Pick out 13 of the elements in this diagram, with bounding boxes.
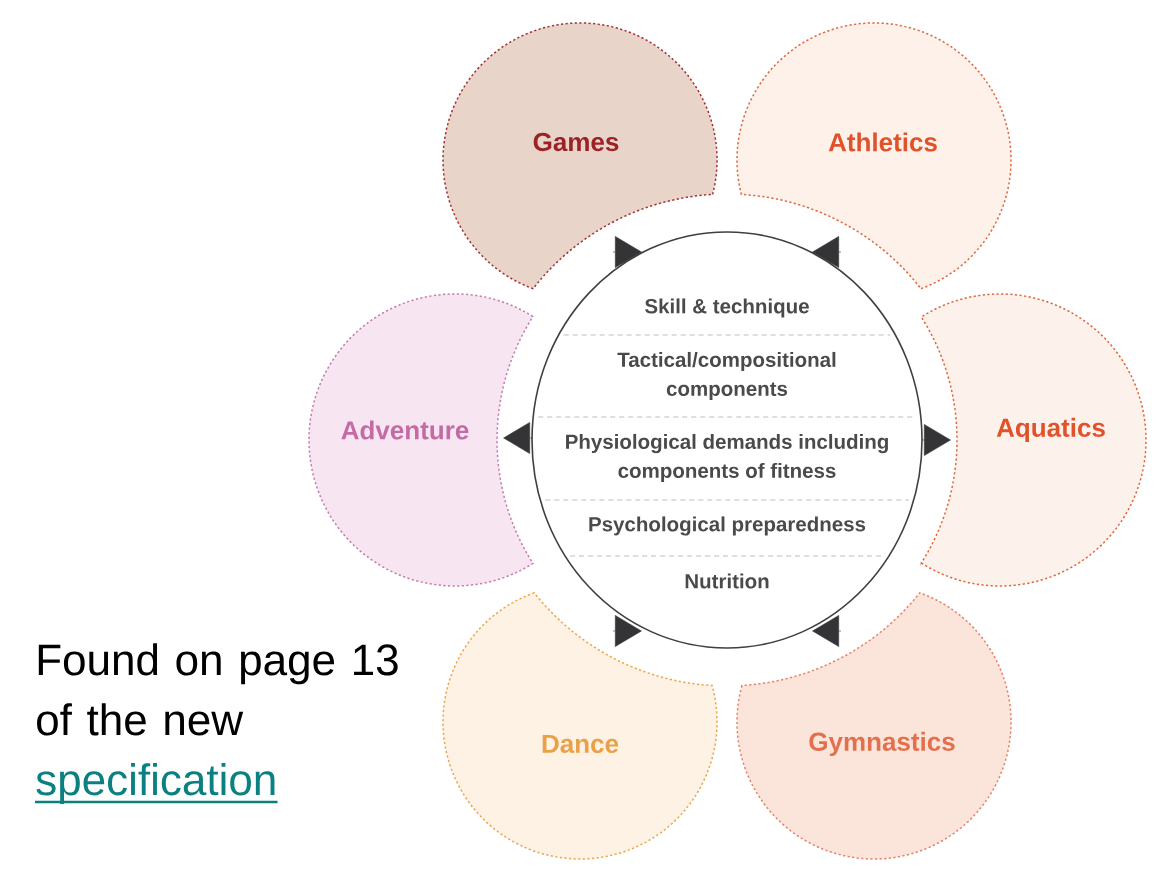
factor-label: Physiological demands including components of fitness [566, 433, 888, 483]
arrow [921, 424, 951, 456]
arrow [612, 236, 642, 268]
note-text: Found on page 13 of the new [37, 643, 398, 736]
factor-label: Nutrition [685, 573, 769, 589]
factor-label: Tactical/compositional components [617, 351, 836, 401]
arrow [812, 615, 842, 647]
factor-label: Skill & technique [645, 298, 809, 318]
arrow [812, 236, 842, 268]
arrow [612, 615, 642, 647]
arrow [503, 422, 533, 454]
factor-label: Psychological preparedness [589, 516, 866, 536]
link: specification [35, 763, 278, 805]
